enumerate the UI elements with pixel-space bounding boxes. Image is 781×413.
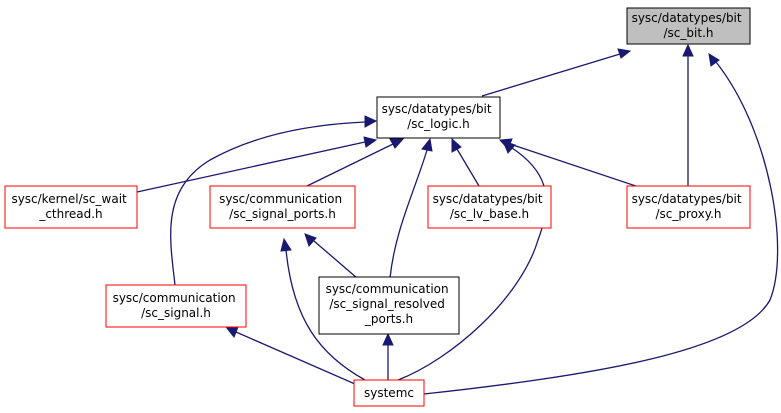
edge-sc-lv-base-to-sc-logic xyxy=(451,137,480,187)
edge-sc-sig-res-to-sc-sig-ports xyxy=(304,233,358,279)
svg-text:sysc/datatypes/bit /sc_l: sysc/datatypes/bit /sc_logic.h xyxy=(382,102,496,131)
node-sc-bit[interactable]: sysc/datatypes/bit /sc_bit.h xyxy=(626,7,751,45)
svg-text:sysc/communication /sc_s: sysc/communication /sc_signal.h xyxy=(113,291,240,320)
node-box xyxy=(209,185,356,229)
edge-sc-signal-to-sc-logic xyxy=(170,115,378,286)
edge-sc-sig-res-to-sc-logic xyxy=(389,137,433,279)
node-label-line: _ports.h xyxy=(364,312,413,326)
edge-systemc-to-sc-sig-res xyxy=(382,332,394,380)
node-label-line: sysc/datatypes/bit xyxy=(433,192,543,206)
node-label-line: sysc/communication xyxy=(219,192,342,206)
edge-sc-logic-to-sc-bit xyxy=(481,48,632,97)
node-box xyxy=(353,379,425,407)
node-label-line: sysc/communication xyxy=(113,291,236,305)
svg-text:sysc/kernel/sc_wait _cth: sysc/kernel/sc_wait _cthread.h xyxy=(11,192,130,221)
node-sc-proxy[interactable]: sysc/datatypes/bit /sc_proxy.h xyxy=(626,185,751,229)
node-label-line: sysc/communication xyxy=(326,282,449,296)
edge-systemc-to-sc-logic xyxy=(397,140,547,381)
node-label-line: sysc/datatypes/bit xyxy=(632,192,742,206)
edge-sc-proxy-to-sc-logic xyxy=(498,138,637,187)
node-box xyxy=(626,7,751,45)
svg-text:sysc/datatypes/bit /sc_p: sysc/datatypes/bit /sc_proxy.h xyxy=(632,192,746,221)
edge-sc-proxy-to-sc-bit xyxy=(682,43,694,186)
node-label-line: sysc/datatypes/bit xyxy=(382,102,492,116)
svg-text:sysc/datatypes/bit /sc_l: sysc/datatypes/bit /sc_lv_base.h xyxy=(433,192,547,221)
node-sc-signal-resolved-ports[interactable]: sysc/communication /sc_signal_resolved _… xyxy=(318,276,460,335)
node-label-line: systemc xyxy=(364,386,414,400)
edge-systemc-to-sc-bit xyxy=(423,53,779,395)
node-sc-signal-ports[interactable]: sysc/communication /sc_signal_ports.h xyxy=(209,185,356,229)
edges xyxy=(136,43,779,395)
node-box xyxy=(318,276,460,335)
svg-text:sysc/datatypes/bit /sc_b: sysc/datatypes/bit /sc_bit.h xyxy=(632,11,746,40)
node-label-line: /sc_signal_ports.h xyxy=(229,207,336,221)
node-label-line: /sc_signal.h xyxy=(141,306,211,320)
node-box xyxy=(4,185,138,229)
svg-text:sysc/communication /sc_s: sysc/communication /sc_signal_ports.h xyxy=(219,192,346,221)
node-label-line: sysc/kernel/sc_wait xyxy=(11,192,127,206)
node-box xyxy=(626,185,751,229)
node-sc-logic[interactable]: sysc/datatypes/bit /sc_logic.h xyxy=(376,96,501,139)
node-label-line: /sc_signal_resolved xyxy=(329,297,444,311)
node-sc-signal[interactable]: sysc/communication /sc_signal.h xyxy=(105,284,247,328)
node-sc-wait-cthread[interactable]: sysc/kernel/sc_wait _cthread.h xyxy=(4,185,138,229)
node-label-line: /sc_proxy.h xyxy=(655,207,721,221)
node-box xyxy=(376,96,501,139)
node-systemc[interactable]: systemc xyxy=(353,379,425,407)
node-label-line: /sc_logic.h xyxy=(407,117,470,131)
node-sc-lv-base[interactable]: sysc/datatypes/bit /sc_lv_base.h xyxy=(427,185,552,229)
node-box xyxy=(105,284,247,328)
edge-sc-wait-to-sc-logic xyxy=(136,136,378,193)
edge-systemc-to-sc-signal xyxy=(224,326,356,385)
node-label-line: /sc_lv_base.h xyxy=(450,207,529,221)
node-label-line: _cthread.h xyxy=(38,207,102,221)
svg-text:systemc: systemc xyxy=(364,386,414,400)
edge-systemc-to-sc-sig-ports xyxy=(280,237,366,381)
edge-sc-sig-ports-to-sc-logic xyxy=(306,138,405,187)
svg-text:sysc/communication /sc_s: sysc/communication /sc_signal_resolved _… xyxy=(326,282,453,326)
node-box xyxy=(427,185,552,229)
node-label-line: sysc/datatypes/bit xyxy=(632,11,742,25)
node-label-line: /sc_bit.h xyxy=(664,26,714,40)
